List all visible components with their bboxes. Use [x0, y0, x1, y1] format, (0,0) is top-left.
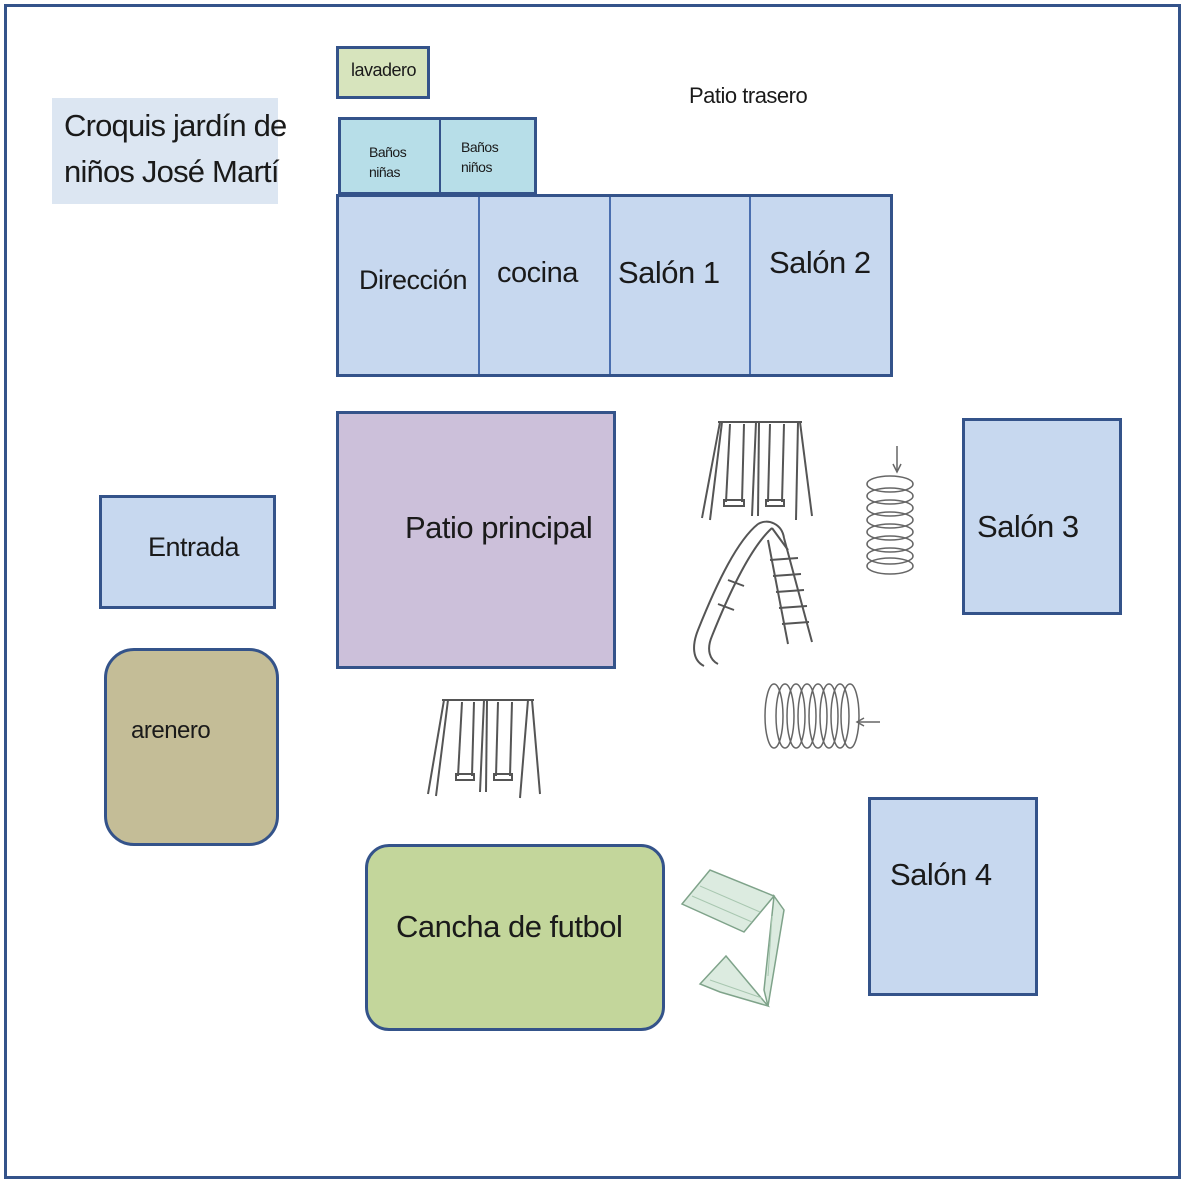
swing-set-icon [701, 421, 813, 521]
banos-ninos-label: Baños niños [461, 137, 499, 177]
banos-ninas-line1: Baños [369, 144, 407, 160]
banos-ninos-line2: niños [461, 159, 492, 175]
banos-ninas-label: Baños niñas [369, 142, 407, 182]
lavadero-box: lavadero [336, 46, 430, 99]
salon4-box: Salón 4 [868, 797, 1038, 996]
spring-tunnel-icon [764, 683, 880, 749]
arenero-label: arenero [131, 717, 211, 744]
banos-ninas-line2: niñas [369, 164, 400, 180]
outer-frame [4, 4, 1181, 1179]
cancha-box: Cancha de futbol [365, 844, 665, 1031]
title-line-1: Croquis jardín de [64, 108, 287, 143]
building-divider-1 [478, 197, 480, 374]
slide-icon [693, 520, 813, 667]
patio-trasero-label: Patio trasero [689, 83, 808, 108]
title-line-2: niños José Martí [64, 154, 279, 189]
cancha-label: Cancha de futbol [396, 909, 623, 944]
entrada-box: Entrada [99, 495, 276, 609]
banos-box: Baños niñas Baños niños [338, 117, 537, 195]
salon3-label: Salón 3 [977, 509, 1079, 544]
lavadero-label: lavadero [351, 60, 417, 80]
banos-ninos-line1: Baños [461, 139, 499, 155]
building-divider-2 [609, 197, 611, 374]
room-salon1-label: Salón 1 [618, 255, 720, 290]
room-direccion-label: Dirección [359, 265, 468, 295]
patio-principal-box: Patio principal [336, 411, 616, 669]
soccer-goal-icon [680, 869, 785, 1008]
spring-tunnel-icon [866, 446, 914, 575]
main-building: Dirección cocina Salón 1 Salón 2 [336, 194, 893, 377]
building-divider-3 [749, 197, 751, 374]
patio-principal-label: Patio principal [405, 510, 593, 545]
salon4-label: Salón 4 [890, 857, 992, 892]
room-salon2-label: Salón 2 [769, 245, 871, 280]
arenero-box: arenero [104, 648, 279, 846]
salon3-box: Salón 3 [962, 418, 1122, 615]
title-box: Croquis jardín de niños José Martí [52, 98, 287, 204]
banos-divider [439, 120, 441, 195]
entrada-label: Entrada [148, 532, 240, 562]
room-cocina-label: cocina [497, 257, 578, 289]
swing-set-icon [427, 699, 541, 799]
